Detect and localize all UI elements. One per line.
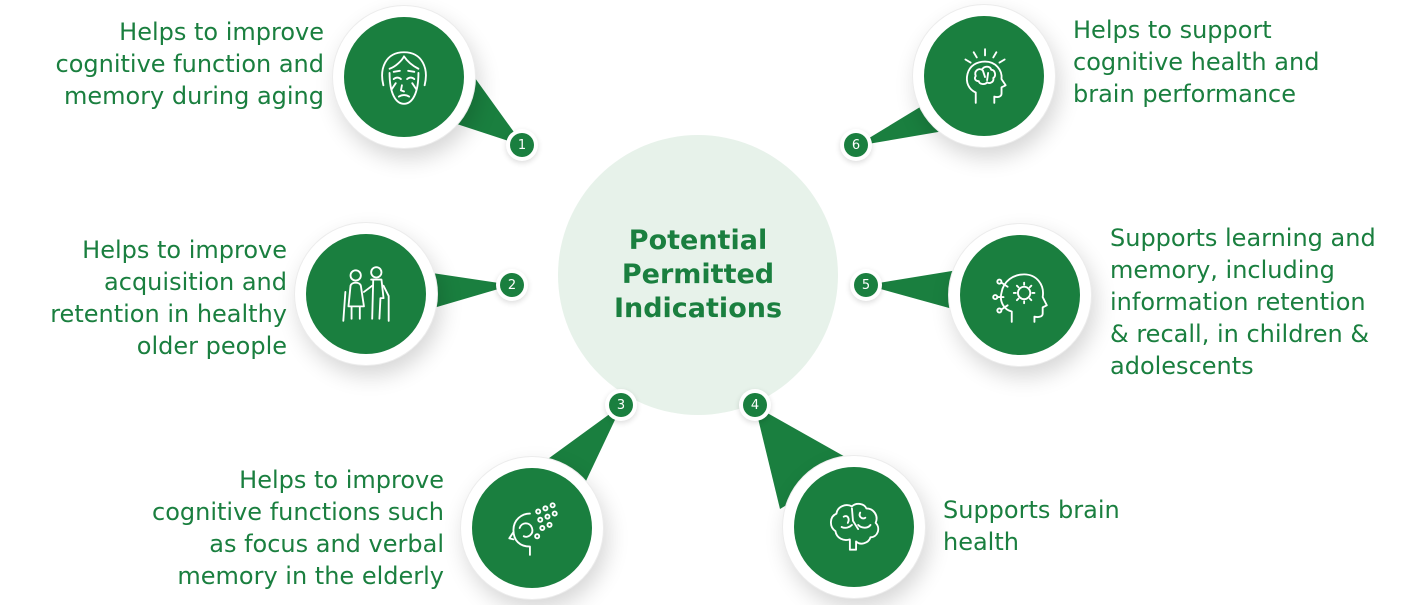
- label-line: health: [943, 528, 1019, 556]
- label-line: adolescents: [1110, 352, 1254, 380]
- label-line: Supports learning and: [1110, 224, 1376, 252]
- indication-3-badge: 3: [609, 393, 633, 417]
- indication-4-node: [794, 467, 914, 587]
- label-line: cognitive functions such: [152, 498, 444, 526]
- connector-4: [755, 406, 856, 509]
- head-brain-idea-icon: [964, 48, 1007, 104]
- indication-2-label: Helps to improve acquisition and retenti…: [50, 234, 287, 362]
- indication-6-label: Helps to support cognitive health and br…: [1073, 14, 1319, 110]
- indication-2-badge: 2: [500, 273, 524, 297]
- label-line: Supports brain: [943, 496, 1120, 524]
- indication-3-node: [472, 468, 592, 588]
- label-line: Helps to improve: [239, 466, 444, 494]
- indication-4-badge: 4: [743, 393, 767, 417]
- label-line: & recall, in children &: [1110, 320, 1370, 348]
- indication-5-node: [960, 235, 1080, 355]
- label-line: cognitive health and: [1073, 48, 1320, 76]
- hub-title: Potential Permitted Indications: [598, 224, 798, 326]
- label-line: cognitive function and: [55, 50, 325, 78]
- hub-title-line: Permitted: [621, 259, 775, 290]
- aging-face-icon: [381, 51, 427, 105]
- label-line: Helps to support: [1073, 16, 1272, 44]
- label-line: older people: [136, 332, 287, 360]
- label-line: memory, including: [1110, 256, 1335, 284]
- indication-1-node: [344, 17, 464, 137]
- label-line: memory in the elderly: [177, 562, 444, 590]
- label-line: Helps to improve: [119, 18, 324, 46]
- indication-5-label: Supports learning and memory, including …: [1110, 222, 1376, 382]
- indication-4-label: Supports brain health: [943, 494, 1120, 558]
- label-line: memory during aging: [63, 82, 324, 110]
- hub-title-line: Indications: [613, 293, 783, 324]
- label-line: brain performance: [1073, 80, 1297, 108]
- indication-6-badge: 6: [844, 133, 868, 157]
- hub-title-line: Potential: [628, 225, 768, 256]
- label-line: Helps to improve: [82, 236, 287, 264]
- label-line: acquisition and: [104, 268, 287, 296]
- label-line: information retention: [1110, 288, 1366, 316]
- label-line: retention in healthy: [50, 300, 287, 328]
- indication-1-badge: 1: [510, 133, 534, 157]
- head-gear-icon: [992, 273, 1048, 323]
- elderly-couple-icon: [342, 266, 390, 322]
- indication-5-badge: 5: [854, 273, 878, 297]
- head-dots-icon: [508, 502, 558, 556]
- brain-icon: [830, 502, 880, 551]
- indication-3-label: Helps to improve cognitive functions suc…: [152, 464, 444, 592]
- center-hub: Potential Permitted Indications: [558, 135, 838, 415]
- indication-1-label: Helps to improve cognitive function and …: [56, 16, 325, 112]
- label-line: as focus and verbal: [209, 530, 444, 558]
- indication-6-node: [924, 16, 1044, 136]
- indication-2-node: [306, 234, 426, 354]
